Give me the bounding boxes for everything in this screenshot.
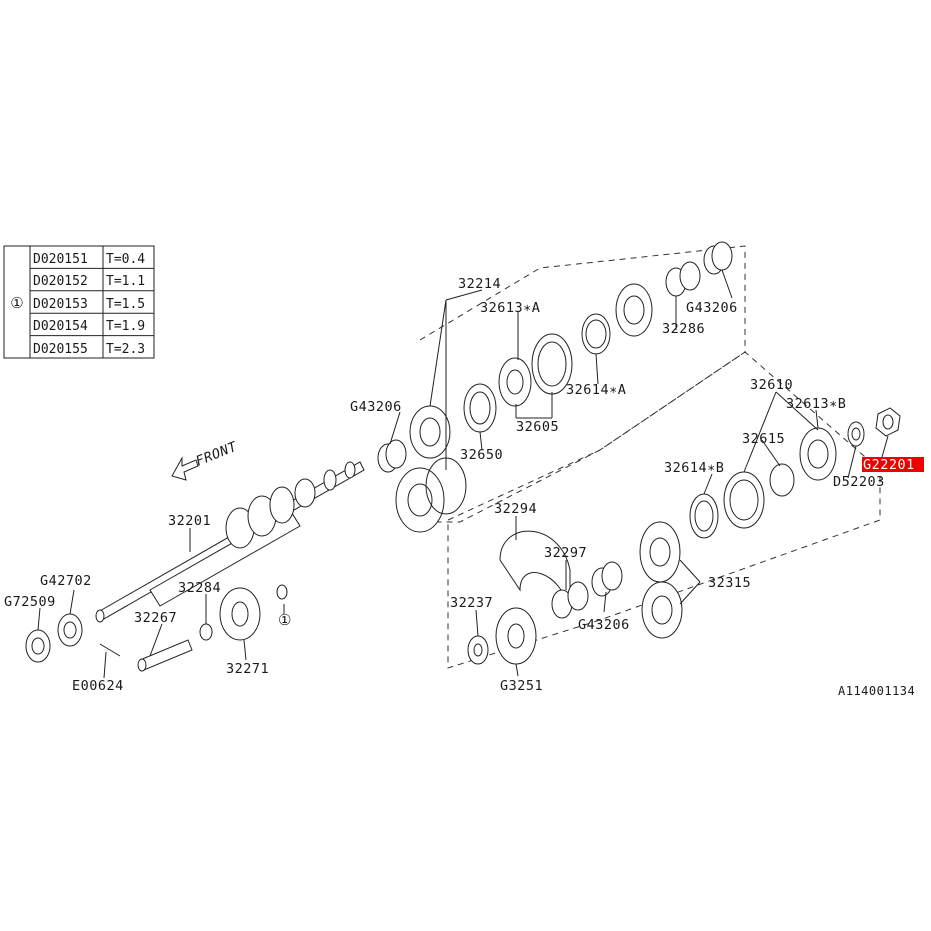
table-thickness: T=2.3 [106, 342, 145, 357]
front-label: FRONT [194, 439, 240, 470]
callout-32214[interactable]: 32214 [458, 276, 501, 292]
callout-32286[interactable]: 32286 [662, 321, 705, 337]
shaft-32267 [137, 639, 193, 672]
callout-32614a[interactable]: 32614∗A [566, 382, 626, 398]
hub-32613b [799, 427, 837, 481]
callout-32297[interactable]: 32297 [544, 545, 587, 561]
leader-lines [37, 269, 889, 679]
bearing-top [615, 283, 653, 337]
front-arrow-icon [171, 456, 199, 481]
callout-32237[interactable]: 32237 [450, 595, 493, 611]
table-circled-ref: ① [10, 294, 23, 312]
thickness-table: ① D020151 T=0.4 D020152 T=1.1 D020153 T=… [3, 245, 155, 359]
callout-32271[interactable]: 32271 [226, 661, 269, 677]
callout-32267[interactable]: 32267 [134, 610, 177, 626]
needle-bearing-g43206-top [703, 241, 733, 275]
callout-32605[interactable]: 32605 [516, 419, 559, 435]
needle-bearing-g43206-bottom [591, 561, 623, 597]
table-thickness: T=1.1 [106, 274, 145, 289]
table-part: D020155 [33, 342, 88, 357]
bushing-32297 [551, 581, 589, 619]
callout-g43206-bottom[interactable]: G43206 [578, 617, 630, 633]
table-part: D020151 [33, 252, 88, 267]
callout-g72509[interactable]: G72509 [4, 594, 56, 610]
pin-e00624 [99, 643, 121, 657]
callout-e00624[interactable]: E00624 [72, 678, 124, 694]
callout-32613b[interactable]: 32613∗B [786, 396, 846, 412]
table-part: D020152 [33, 274, 88, 289]
ring-32650 [463, 383, 497, 433]
callout-32614b[interactable]: 32614∗B [664, 460, 724, 476]
table-thickness: T=0.4 [106, 252, 145, 267]
washer-d52203 [847, 421, 865, 447]
ring-32614a [581, 313, 611, 355]
collar-32286 [665, 261, 701, 297]
gear-32237 [467, 635, 489, 665]
gear-32214 [409, 405, 451, 459]
callout-d52203[interactable]: D52203 [833, 474, 885, 490]
highlight-g22201 [862, 457, 924, 472]
callout-32650[interactable]: 32650 [460, 447, 503, 463]
callout-32284[interactable]: 32284 [178, 580, 221, 596]
callout-g42702[interactable]: G42702 [40, 573, 92, 589]
callout-32610[interactable]: 32610 [750, 377, 793, 393]
ring-32614b [689, 493, 719, 539]
table-thickness: T=1.9 [106, 319, 145, 334]
bearing-g3251 [495, 607, 537, 665]
callout-32315[interactable]: 32315 [708, 575, 751, 591]
callout-32294[interactable]: 32294 [494, 501, 537, 517]
gear-32315 [639, 521, 683, 639]
washer-32284 [199, 623, 213, 641]
callout-32201[interactable]: 32201 [168, 513, 211, 529]
callout-g43206-top[interactable]: G43206 [686, 300, 738, 316]
plate-32294 [499, 530, 571, 611]
sleeve-32610 [723, 471, 765, 529]
snap-ring [276, 584, 288, 600]
gear-32214-lower [395, 457, 467, 533]
nut-g22201 [875, 407, 901, 437]
callout-g3251[interactable]: G3251 [500, 678, 543, 694]
circled-ref-callout: ① [278, 611, 292, 629]
table-part: D020153 [33, 297, 88, 312]
table-thickness: T=1.5 [106, 297, 145, 312]
table-part: D020154 [33, 319, 88, 334]
callout-32615[interactable]: 32615 [742, 431, 785, 447]
callout-g43206-left[interactable]: G43206 [350, 399, 402, 415]
seal-g72509 [25, 629, 51, 663]
bearing-g42702 [57, 613, 83, 647]
synchro-hub-32605 [498, 333, 573, 407]
callout-32613a[interactable]: 32613∗A [480, 300, 540, 316]
spring-32615 [769, 463, 795, 497]
diagram-id: A114001134 [838, 684, 915, 698]
needle-bearing-g43206-left [377, 439, 407, 473]
gear-32271 [219, 587, 261, 641]
callout-g22201[interactable]: G22201 [863, 457, 915, 473]
main-shaft [95, 461, 365, 623]
